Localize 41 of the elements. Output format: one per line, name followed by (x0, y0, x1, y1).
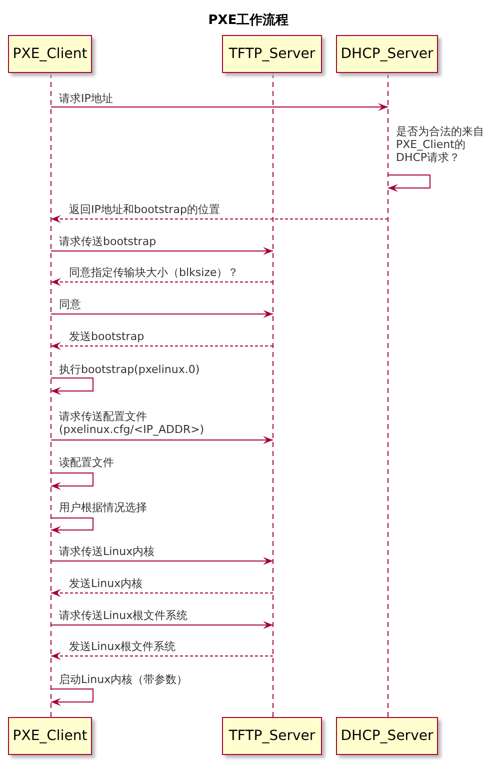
participant-box: DHCP_Server (336, 35, 438, 73)
message-label: 请求传送配置文件(pxelinux.cfg/<IP_ADDR>) (59, 410, 206, 436)
participant-box: PXE_Client (8, 35, 92, 73)
participant-box: DHCP_Server (336, 717, 438, 755)
participant-box: TFTP_Server (222, 35, 322, 73)
message-label: 执行bootstrap(pxelinux.0) (59, 363, 200, 376)
message-label: 请求传送bootstrap (59, 235, 156, 248)
message-label: 同意 (59, 298, 81, 311)
message-label: 返回IP地址和bootstrap的位置 (69, 203, 220, 216)
message-arrow (50, 278, 274, 286)
participant-box: TFTP_Server (222, 717, 322, 755)
message-arrow (50, 310, 274, 318)
self-message-arrow (50, 518, 94, 534)
message-label: 请求IP地址 (59, 92, 113, 105)
message-label: 用户根据情况选择 (59, 501, 147, 514)
message-label: 发送Linux根文件系统 (69, 640, 176, 653)
participant-box: PXE_Client (8, 717, 92, 755)
message-arrow (50, 652, 274, 660)
message-label: 是否为合法的来自PXE_Client的DHCP请求？ (396, 125, 485, 164)
message-label: 读配置文件 (59, 456, 114, 469)
message-arrow (50, 436, 274, 444)
message-arrow (50, 621, 274, 629)
self-message-arrow (50, 472, 94, 490)
message-label: 请求传送Linux内核 (59, 545, 155, 558)
message-label: 发送bootstrap (69, 330, 144, 343)
message-arrow (50, 215, 388, 223)
self-message-arrow (50, 688, 94, 706)
message-arrow (50, 589, 274, 597)
lifeline (272, 72, 274, 718)
message-arrow (50, 557, 274, 565)
message-arrow (50, 247, 274, 255)
message-arrow (50, 342, 274, 350)
self-message-arrow (388, 174, 430, 192)
self-message-arrow (50, 378, 94, 395)
message-arrow (50, 103, 388, 111)
diagram-title: PXE工作流程 (207, 12, 290, 29)
message-label: 同意指定传输块大小（blksize）？ (69, 266, 239, 279)
message-label: 请求传送Linux根文件系统 (59, 609, 188, 622)
message-label: 发送Linux内核 (69, 577, 143, 590)
message-label: 启动Linux内核（带参数） (59, 673, 188, 686)
lifeline (50, 72, 52, 718)
